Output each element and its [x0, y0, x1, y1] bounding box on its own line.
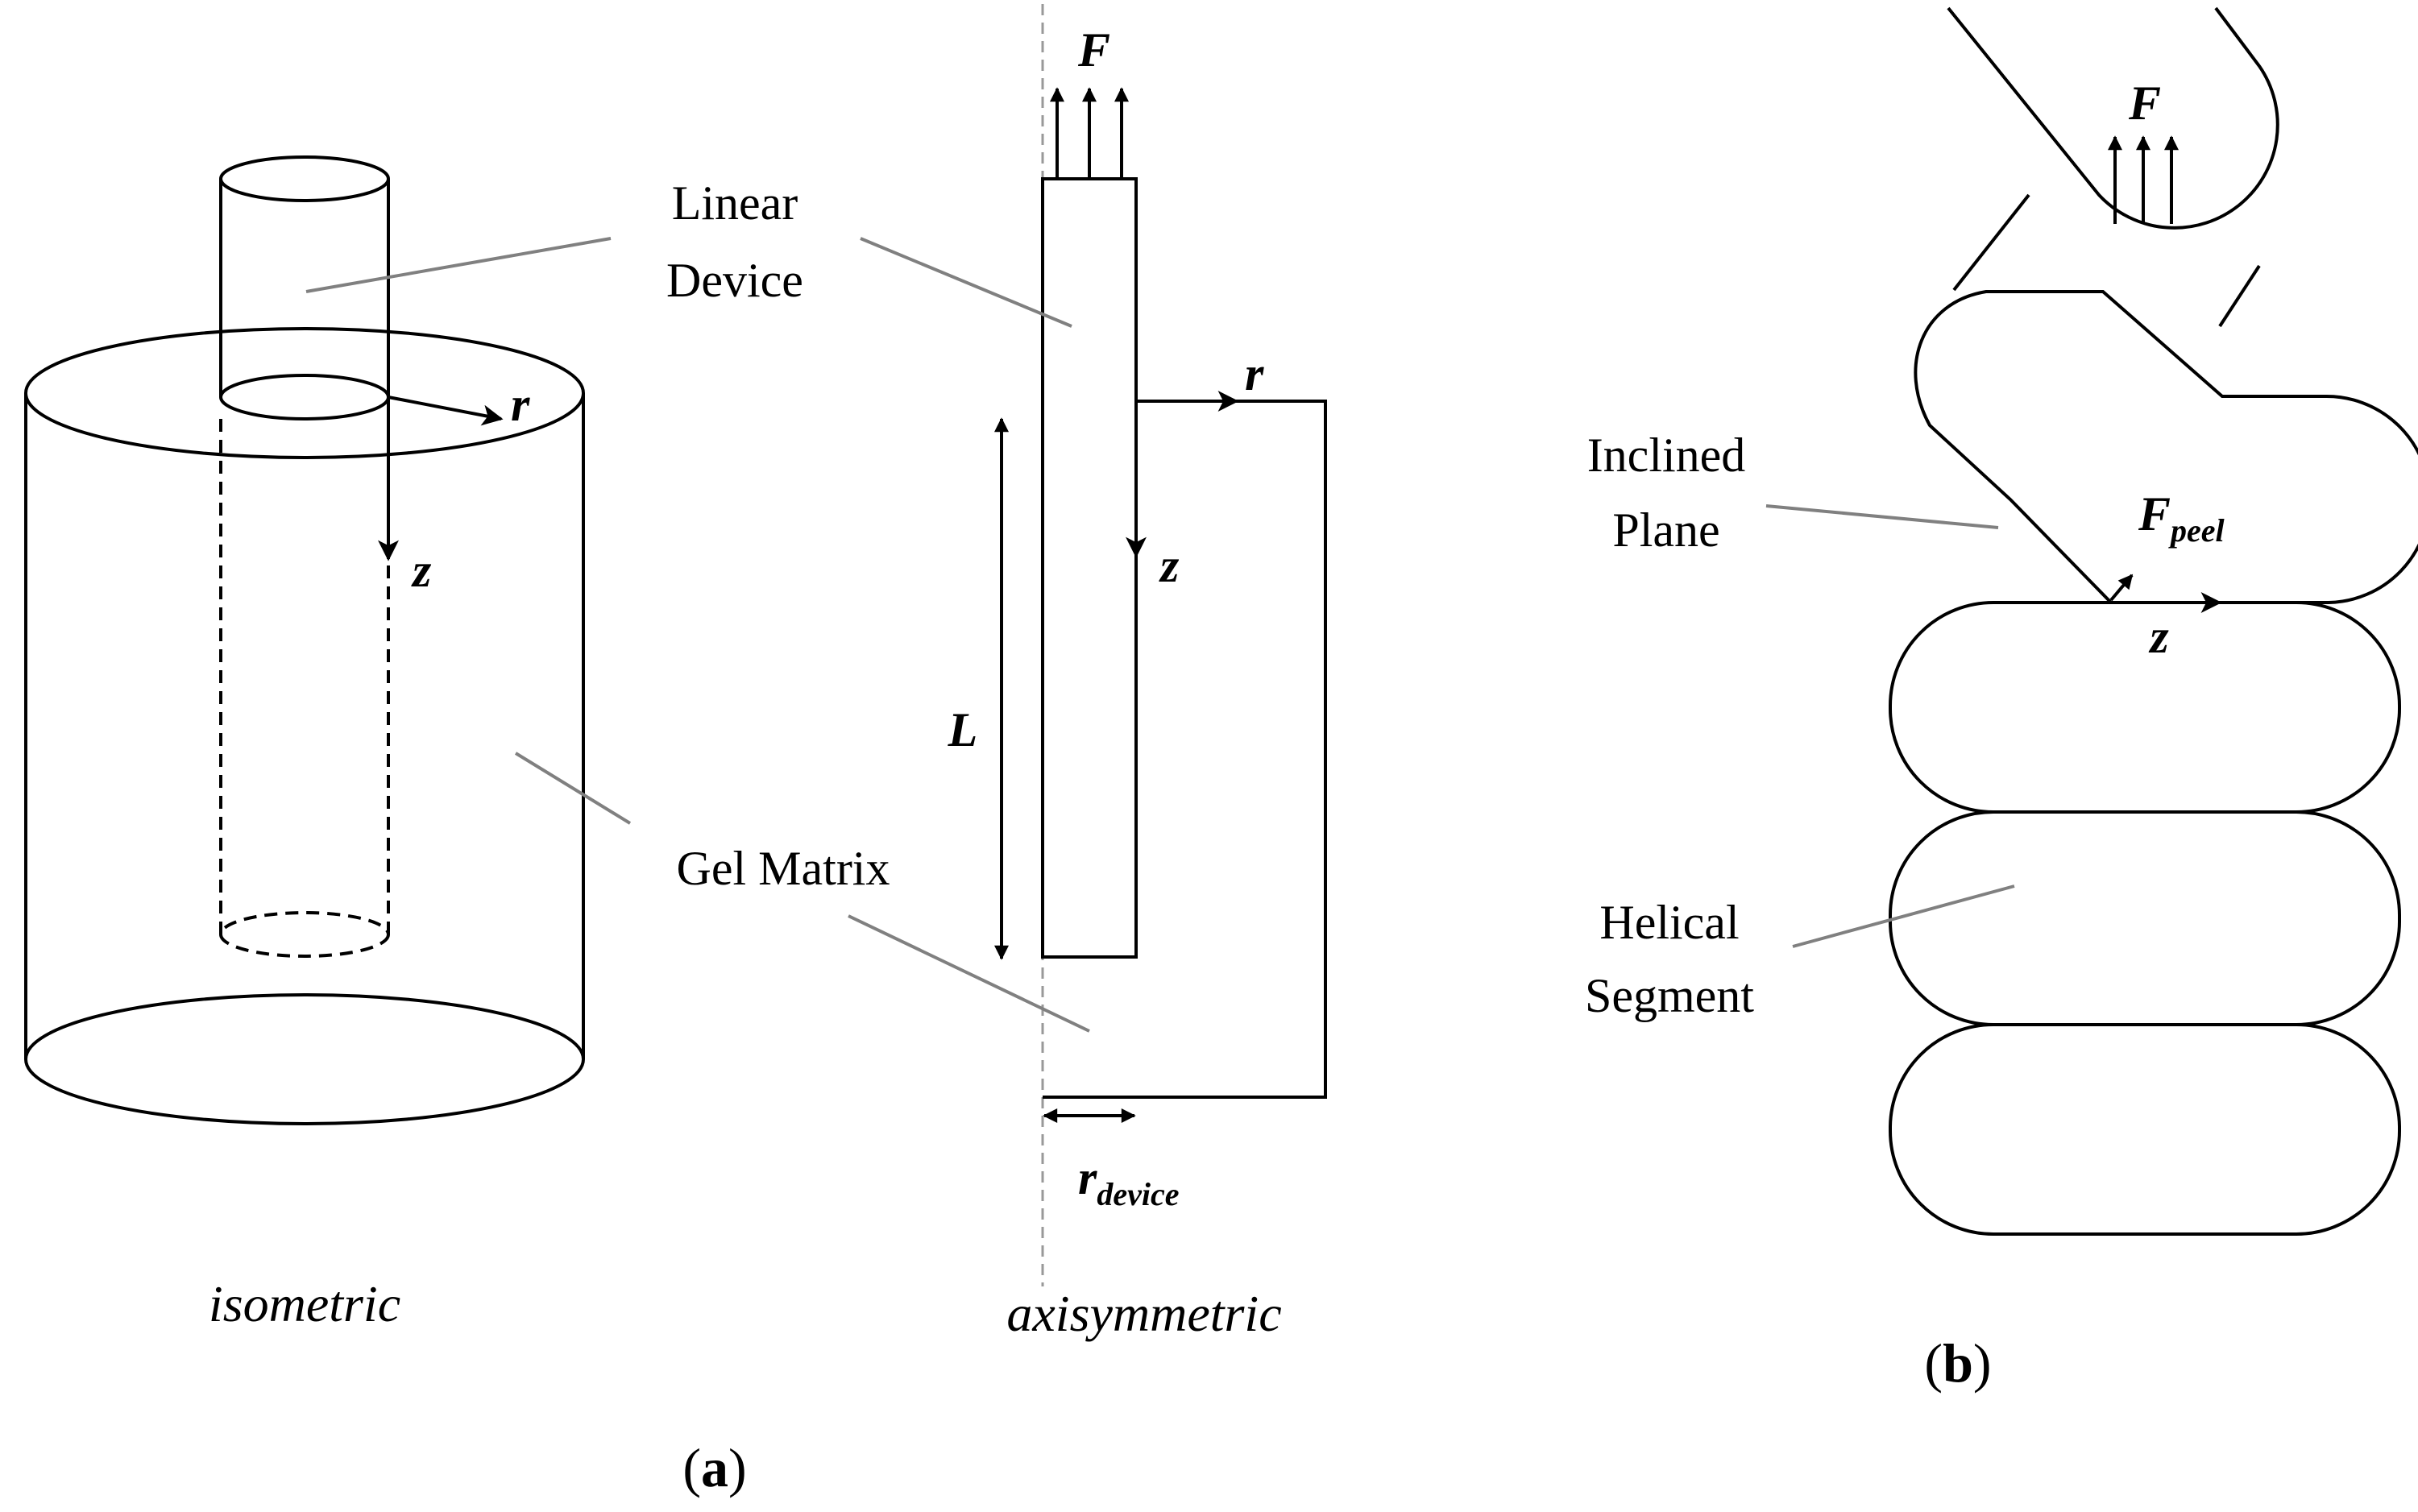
linear-device-label-line2: Device — [666, 254, 803, 307]
inclined-connector-left — [1952, 193, 2030, 292]
helical-segment-3 — [1889, 1023, 2401, 1236]
axisymmetric-view-label: axisymmetric — [1006, 1285, 1281, 1342]
device-radius-label: rdevice — [1078, 1151, 1180, 1212]
leader-device-iso — [305, 237, 612, 293]
leader-gel-iso — [514, 752, 632, 825]
helix-force-label: F — [2128, 77, 2161, 130]
length-label: L — [948, 703, 978, 756]
device-bottom-ellipse-hidden — [219, 911, 390, 958]
inclined-connector-right — [2218, 264, 2261, 328]
panel-a-open: ( — [682, 1437, 701, 1498]
panel-b-open: ( — [1924, 1332, 1943, 1394]
axisymmetric-view — [994, 4, 1327, 1286]
panel-a-letter: a — [701, 1437, 728, 1498]
helical-segment-label-line1: Helical — [1599, 896, 1739, 949]
leader-helical-segment — [1792, 884, 2015, 948]
helical-segment-2 — [1889, 810, 2401, 1026]
helical-segment-1 — [1889, 601, 2401, 814]
peel-force-arrow — [2109, 574, 2134, 602]
device-radius-symbol: r — [1078, 1151, 1097, 1204]
panel-a-close: ) — [728, 1437, 747, 1498]
device-top-ellipse — [219, 155, 390, 202]
inclined-plane-label-line2: Plane — [1612, 503, 1719, 557]
panel-a-leaders — [305, 237, 1090, 1033]
peel-force-label: Fpeel — [2138, 487, 2225, 549]
leader-gel-axi — [848, 914, 1090, 1033]
linear-device-label-line1: Linear — [672, 176, 798, 230]
isometric-view — [24, 155, 585, 1125]
device-radius-subscript: device — [1097, 1176, 1179, 1212]
device-entry-ellipse — [219, 374, 390, 420]
helix-z-label: z — [2148, 610, 2169, 663]
peel-force-subscript: peel — [2168, 512, 2225, 549]
inclined-plane-label-line1: Inclined — [1587, 429, 1746, 482]
leader-device-axi — [860, 237, 1072, 328]
axi-z-label: z — [1159, 539, 1180, 592]
isometric-view-label: isometric — [209, 1275, 400, 1332]
axi-r-label: r — [1245, 347, 1264, 400]
device-section — [1041, 177, 1138, 959]
inclined-transition-segment — [1914, 290, 2418, 604]
iso-z-label: z — [411, 544, 432, 597]
gel-matrix-label: Gel Matrix — [677, 842, 890, 895]
iso-r-arrow — [388, 396, 504, 426]
panel-b-close: ) — [1973, 1332, 1992, 1394]
helical-segment-label-line2: Segment — [1585, 969, 1754, 1022]
panel-a-label: (a) — [682, 1437, 746, 1498]
iso-r-label: r — [511, 378, 530, 431]
inclined-segment-top — [1947, 6, 2279, 230]
axi-force-label: F — [1077, 23, 1110, 77]
gel-matrix-bottom-ellipse — [24, 993, 585, 1125]
leader-inclined-plane — [1765, 504, 1999, 529]
gel-matrix-section — [1043, 400, 1327, 1099]
peel-force-symbol: F — [2138, 487, 2171, 541]
panel-b-letter: b — [1943, 1332, 1973, 1394]
gel-matrix-top-ellipse — [24, 327, 585, 459]
panel-b-leaders — [1765, 504, 2015, 948]
panel-b-label: (b) — [1924, 1332, 1991, 1394]
